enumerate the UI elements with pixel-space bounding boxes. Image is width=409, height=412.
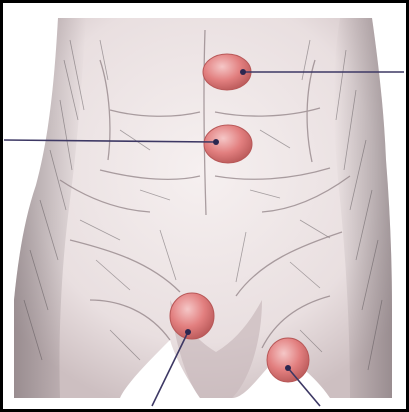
left-groin-bulge — [170, 293, 214, 339]
lower-midline-bulge — [204, 125, 252, 163]
leader-tip-upper — [240, 69, 246, 75]
leader-tip-lower — [213, 139, 219, 145]
right-groin-bulge — [267, 338, 309, 382]
leader-tip-right-groin — [285, 365, 291, 371]
leader-tip-left-groin — [185, 329, 191, 335]
